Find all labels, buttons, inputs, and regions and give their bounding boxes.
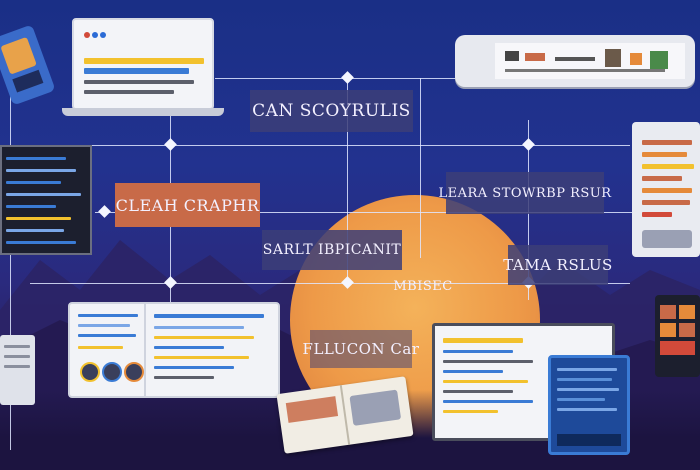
connector-line: [347, 78, 348, 288]
server-bottom-left: [0, 335, 35, 405]
label-top-center: CAN SCOYRULIS: [250, 90, 413, 132]
connector-node: [522, 138, 535, 151]
connector-node: [341, 71, 354, 84]
label-center-small: MBISEC: [393, 278, 453, 294]
connector-line: [30, 283, 630, 284]
label-right-low: TAMA RSLUS: [503, 245, 612, 285]
monitor-top-right: [455, 35, 695, 87]
monitor-left-dark: [0, 145, 92, 255]
connector-line: [60, 145, 630, 146]
tablet-top-left: [0, 24, 56, 106]
connector-node: [164, 138, 177, 151]
label-left-orange: CLEAH CRAPHR: [115, 183, 260, 227]
tablet-bottom-right: [548, 355, 630, 455]
laptop-top-left: [62, 18, 224, 116]
connector-line: [95, 212, 635, 213]
label-center: SARLT IBPICANIT: [262, 230, 402, 270]
label-bottom-center: FLLUCON Car: [303, 330, 419, 368]
laptop-bottom-left: [68, 302, 280, 398]
phone-far-right: [655, 295, 700, 377]
connector-line: [215, 78, 460, 79]
connector-line: [420, 78, 421, 258]
label-right-mid: LEARA STOWRBP RSUR: [438, 172, 611, 214]
panel-right-dashboard: [632, 122, 700, 257]
connector-line: [10, 70, 11, 450]
